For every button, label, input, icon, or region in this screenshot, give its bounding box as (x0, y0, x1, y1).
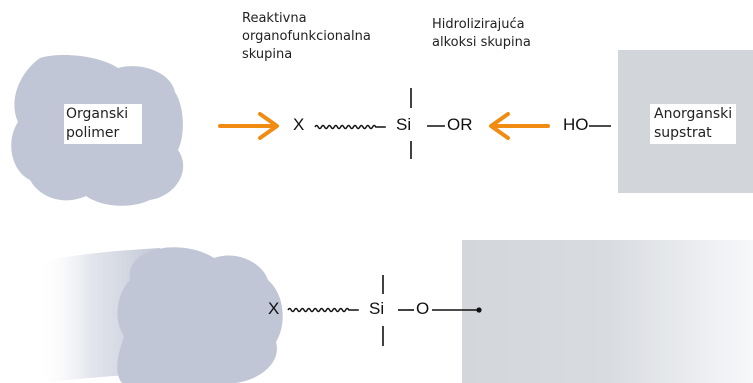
top-or-group: OR (447, 115, 473, 134)
top-wavy-linker (314, 124, 386, 130)
top-ho-group: HO (563, 115, 589, 134)
bottom-si-bonds (382, 275, 478, 346)
substrate-bond-dot (476, 307, 482, 313)
bottom-wavy-linker (287, 307, 359, 313)
bottom-o-symbol: O (416, 299, 430, 318)
reactive-group-label: Reaktivna organofunkcionalna skupina (242, 11, 371, 62)
top-x-symbol: X (293, 115, 305, 134)
top-si-bonds (410, 88, 611, 159)
left-orange-arrow (218, 112, 279, 140)
bottom-substrate-block (462, 240, 753, 383)
bottom-si-symbol: Si (369, 299, 385, 318)
inorganic-substrate-label: Anorganski supstrat (650, 104, 736, 144)
right-orange-arrow (489, 112, 550, 140)
alkoxy-group-label: Hidrolizirajuća alkoksi skupina (432, 17, 531, 50)
bottom-organic-blob (117, 247, 283, 383)
bottom-x-symbol: X (268, 299, 280, 318)
organic-polymer-label: Organski polimer (64, 104, 142, 144)
top-si-symbol: Si (396, 115, 412, 134)
